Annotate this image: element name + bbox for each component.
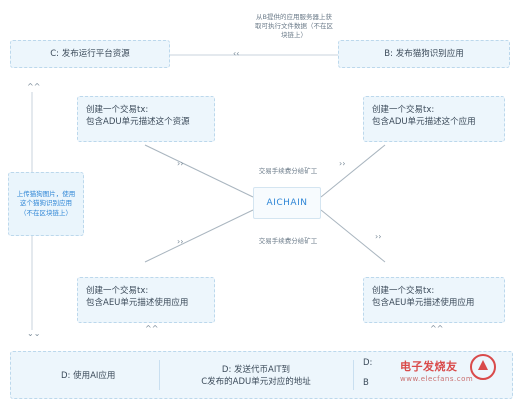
- side-note-line: 上传猫狗图片，使用: [16, 189, 76, 198]
- tx-line: 包含ADU单元描述这个应用: [372, 117, 476, 128]
- fee-label-top: 交易手续费分给矿工: [258, 167, 318, 175]
- line-tr-to-hub: [320, 144, 386, 198]
- top-note-line: 从B提供的应用服务器上获: [256, 13, 332, 21]
- b-right-label: B: [363, 378, 369, 388]
- top-note: 从B提供的应用服务器上获 取可执行文件数据（不在区 块链上）: [235, 13, 353, 39]
- tx-line: 包含ADU单元描述这个资源: [86, 117, 190, 128]
- tx-line: 创建一个交易tx:: [86, 105, 149, 115]
- line-bl-to-hub: [144, 209, 254, 263]
- bottom-action-bar: D: 使用AI应用 D: 发送代币AIT到 C发布的ADU单元对应的地址 D: …: [10, 351, 513, 399]
- tx-adu-app-box: 创建一个交易tx: 包含ADU单元描述这个应用: [363, 96, 505, 142]
- fee-label-bottom: 交易手续费分给矿工: [258, 237, 318, 245]
- divider: [159, 360, 160, 390]
- d-send-token-line: D: 发送代币AIT到: [221, 365, 291, 375]
- tx-line: 创建一个交易tx:: [372, 105, 435, 115]
- chevron-up-icon: ^^: [145, 324, 159, 333]
- chevron-diag-icon: ››: [177, 237, 184, 246]
- d-send-token-cell: D: 发送代币AIT到 C发布的ADU单元对应的地址: [171, 352, 341, 398]
- d-use-ai-cell: D: 使用AI应用: [61, 352, 151, 398]
- aichain-label: AICHAIN: [266, 198, 308, 208]
- right-cell: D: B: [363, 352, 403, 404]
- tx-line: 包含AEU单元描述使用应用: [86, 298, 189, 309]
- c-publish-resource-box: C: 发布运行平台资源: [10, 40, 170, 68]
- top-note-line: 块链上）: [281, 30, 307, 39]
- watermark-sub: www.elecfans.com: [400, 375, 474, 383]
- d-right-label: D:: [363, 358, 373, 368]
- upload-image-note: 上传猫狗图片，使用 这个猫狗识别应用 （不在区块链上）: [8, 172, 84, 236]
- chevron-up-icon: ^^: [430, 324, 444, 333]
- aichain-hub: AICHAIN: [253, 187, 321, 219]
- chevron-left-icon: ‹‹: [233, 49, 240, 58]
- chevron-up-icon: ^^: [27, 82, 41, 91]
- chevron-down-icon: ⌄⌄: [27, 329, 41, 338]
- tx-adu-resource-box: 创建一个交易tx: 包含ADU单元描述这个资源: [77, 96, 215, 142]
- d-use-ai-label: D: 使用AI应用: [61, 371, 116, 381]
- tx-line: 创建一个交易tx:: [86, 286, 149, 296]
- side-note-line: 这个猫狗识别应用: [20, 199, 72, 208]
- tx-line: 创建一个交易tx:: [372, 286, 435, 296]
- line-br-to-hub: [320, 209, 386, 263]
- d-send-token-line: C发布的ADU单元对应的地址: [201, 377, 311, 387]
- c-publish-resource-label: C: 发布运行平台资源: [50, 48, 130, 59]
- b-publish-app-box: B: 发布猫狗识别应用: [338, 40, 510, 68]
- b-publish-app-label: B: 发布猫狗识别应用: [384, 48, 464, 59]
- line-tl-to-hub: [144, 144, 254, 198]
- tx-aeu-left-box: 创建一个交易tx: 包含AEU单元描述使用应用: [77, 277, 215, 323]
- side-note-line: （不在区块链上）: [20, 208, 72, 217]
- chevron-diag-icon: ››: [177, 159, 184, 168]
- chevron-diag-icon: ››: [375, 232, 382, 241]
- watermark-text: 电子发烧友 www.elecfans.com: [400, 358, 473, 383]
- top-note-line: 取可执行文件数据（不在区: [255, 21, 333, 30]
- watermark-logo-icon: [470, 354, 496, 380]
- watermark-main: 电子发烧友: [400, 360, 458, 373]
- tx-line: 包含AEU单元描述使用应用: [372, 298, 475, 309]
- chevron-diag-icon: ››: [339, 159, 346, 168]
- tx-aeu-right-box: 创建一个交易tx: 包含AEU单元描述使用应用: [363, 277, 505, 323]
- divider: [353, 360, 354, 390]
